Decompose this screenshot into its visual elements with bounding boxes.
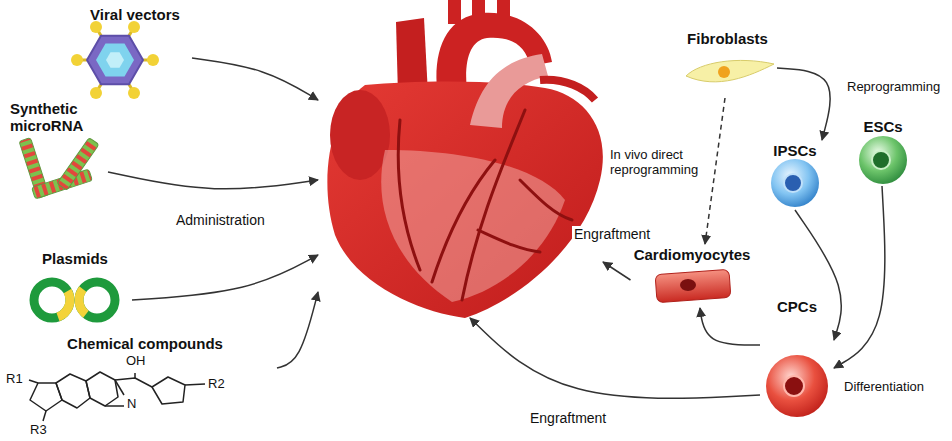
route-label: Administration [176, 212, 265, 228]
plasmid-icon [34, 282, 115, 318]
arrow-connector [700, 308, 760, 345]
cell-node: Plasmids [18, 248, 132, 324]
cell-body [686, 60, 774, 81]
arrow-connector [834, 186, 885, 368]
edge-label: Engraftment [572, 226, 652, 242]
knob [128, 87, 140, 99]
rna-rod [57, 138, 99, 191]
edge-label: Engraftment [528, 410, 608, 426]
arrow-connector [603, 262, 631, 280]
capsid [87, 36, 143, 84]
ring [56, 374, 90, 408]
coronary-vessels [398, 110, 572, 300]
heart-illustration [318, 0, 603, 318]
substituent-label: R2 [208, 377, 225, 392]
nucleus [872, 151, 890, 169]
fibroblast-icon [686, 60, 774, 81]
capsid-core [106, 52, 124, 68]
nucleus [784, 174, 802, 192]
arrow-connector [777, 68, 830, 140]
cell-body [771, 159, 819, 207]
vessel [520, 180, 572, 220]
cell-label: ESCs [848, 116, 918, 137]
cell-node: ESCs [848, 116, 918, 186]
arrow-connector [192, 58, 318, 100]
bond [43, 411, 46, 421]
vector-label: Synthetic microRNA [8, 98, 98, 136]
heart-body [327, 82, 603, 318]
knob [71, 54, 83, 66]
knob [147, 54, 159, 66]
nucleus [680, 279, 696, 291]
aortic-branch [448, 0, 461, 24]
bond [29, 380, 38, 383]
knob [90, 87, 102, 99]
cell-label: Cardiomyocytes [631, 244, 754, 265]
capsid-core [96, 44, 134, 77]
bond [185, 384, 205, 385]
bond [105, 405, 124, 407]
plasmid-insert [79, 282, 115, 318]
plasmid-ring [79, 282, 115, 318]
aortic-branch [472, 0, 485, 18]
substituent-label: R3 [30, 423, 47, 438]
bond [134, 373, 136, 378]
cell-body [859, 136, 907, 184]
cell-node: IPSCs [760, 140, 830, 210]
atom-label: N [127, 397, 136, 412]
edge-label: Reprogramming [845, 80, 942, 95]
vessel [478, 230, 540, 252]
cell-node: Chemical compounds [13, 333, 277, 439]
bond [115, 378, 152, 387]
ventricle-highlight [381, 150, 565, 302]
pulmonary-trunk [470, 54, 548, 128]
viral-vector-icon [71, 21, 159, 99]
cell-node: Cardiomyocytes [631, 244, 754, 308]
cell-node: Viral vectors [78, 4, 192, 90]
heart-node [318, 0, 603, 318]
microrna-icon [19, 138, 99, 199]
cell-body [766, 355, 828, 417]
pulmonary-vein [540, 80, 595, 100]
plasmid-insert [34, 282, 70, 318]
arrow-connector [277, 292, 318, 368]
vessel [462, 110, 525, 300]
cardiomyocyte-icon [655, 269, 731, 302]
nucleus [784, 376, 804, 396]
vessel [432, 160, 495, 282]
cell-node: Synthetic microRNA [8, 98, 108, 208]
ipsc-icon [771, 159, 819, 207]
cell-body [655, 269, 731, 302]
cell-node: Fibroblasts [678, 28, 777, 98]
aortic-branch [497, 0, 510, 20]
cpc-icon [766, 355, 828, 417]
vessel [398, 120, 420, 270]
bond [115, 380, 124, 395]
arrow-connector [108, 172, 318, 189]
edge-label: Differentiation [842, 380, 926, 395]
nucleus [718, 66, 730, 78]
esc-icon [859, 136, 907, 184]
cell-label: CPCs [760, 296, 834, 317]
right-atrium [330, 90, 390, 180]
edge-label: In vivo direct reprogramming [608, 148, 710, 178]
cell-node: CPCs [760, 296, 834, 420]
plasmid-ring [34, 282, 70, 318]
ring [86, 372, 118, 406]
arrow-connector [132, 255, 318, 300]
chemical-structure [29, 372, 205, 421]
atom-label: OH [126, 354, 146, 369]
ring [152, 377, 185, 404]
substituent-label: R1 [6, 372, 23, 387]
cell-label: Fibroblasts [678, 28, 777, 49]
vector-label: Chemical compounds [13, 333, 277, 354]
vector-label: Viral vectors [78, 4, 192, 25]
cell-label: IPSCs [760, 140, 830, 161]
arrow-connector [470, 318, 760, 398]
vector-label: Plasmids [18, 248, 132, 269]
arrow-connector [795, 210, 841, 340]
